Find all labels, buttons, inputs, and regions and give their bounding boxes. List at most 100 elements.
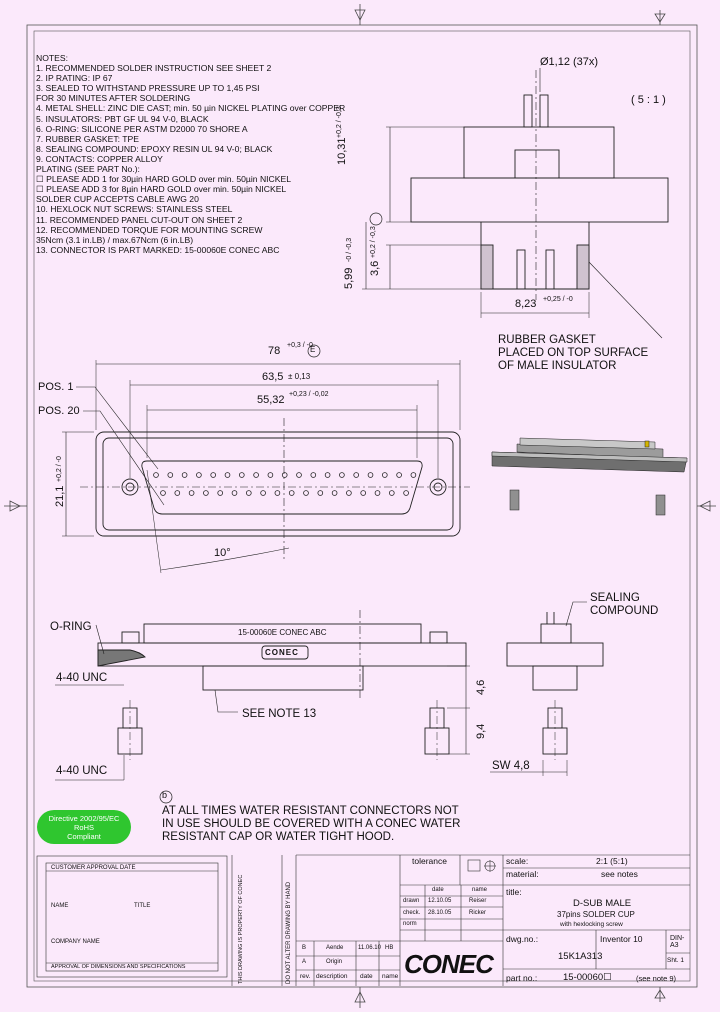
contact-pin — [274, 490, 281, 496]
width-823-tol: +0,25 / -0 — [543, 296, 573, 303]
contact-pin — [410, 472, 417, 478]
scale-value: 2:1 (5:1) — [596, 856, 628, 866]
contact-pin — [388, 490, 395, 496]
material-value: see notes — [601, 869, 638, 879]
note-line: ☐ PLEASE ADD 1 for 30µin HARD GOLD over … — [36, 174, 291, 185]
note-line: 11. RECOMMENDED PANEL CUT-OUT ON SHEET 2 — [36, 214, 243, 225]
nut-94-dim: 9,4 — [475, 723, 487, 739]
note-line: PLATING (SEE PART No.): — [36, 164, 140, 175]
contact-pin — [374, 490, 381, 496]
note-line: 1. RECOMMENDED SOLDER INSTRUCTION SEE SH… — [36, 63, 272, 74]
warning-line-1: AT ALL TIMES WATER RESISTANT CONNECTORS … — [162, 805, 459, 817]
note-line: 35Ncm (3.1 in.LB) / max.67Ncm (6 in.LB) — [36, 234, 194, 245]
side-view-detail — [362, 68, 669, 339]
rohs-line-1: Directive 2002/95/EC — [48, 814, 120, 823]
sealing-label-1: SEALING — [590, 592, 640, 604]
sheet-number: Sht. 1 — [667, 957, 684, 964]
circle-b-marker: b — [162, 790, 168, 800]
contact-pin — [167, 472, 174, 478]
name-head: name — [472, 887, 488, 893]
center-markers — [4, 4, 716, 1008]
drawn-date: 12.10.05 — [428, 898, 452, 904]
contact-pin — [288, 490, 295, 496]
rohs-badge: Directive 2002/95/EC RoHS Compliant — [37, 810, 131, 844]
contact-pin — [346, 490, 352, 496]
contact-pin — [367, 472, 374, 478]
contact-pin — [160, 490, 166, 496]
connector-3d-render — [491, 437, 688, 516]
gasket-label-1: RUBBER GASKET — [498, 334, 596, 346]
check-label: check. — [403, 910, 421, 916]
contact-pin — [260, 490, 266, 496]
contact-pin — [396, 472, 402, 478]
warning-line-2: IN USE SHOULD BE COVERED WITH A CONEC WA… — [162, 818, 461, 830]
rev-head: rev. — [300, 973, 311, 980]
contact-pin — [210, 472, 217, 478]
partno-value: 15-00060☐ — [563, 972, 612, 983]
side-view-bottom — [55, 601, 604, 781]
contact-pin — [310, 472, 317, 478]
name-head-rev: name — [382, 973, 399, 980]
title-line-1: D-SUB MALE — [573, 898, 632, 909]
contact-pin — [188, 490, 195, 496]
dont-alter-note: DO NOT ALTER DRAWING BY HAND — [286, 881, 292, 984]
contact-pin — [203, 490, 209, 496]
contact-pin — [303, 490, 309, 496]
note-line: 9. CONTACTS: COPPER ALLOY — [36, 153, 163, 164]
note-line: SOLDER CUP ACCEPTS CABLE AWG 20 — [36, 194, 199, 205]
dwg-label: dwg.no.: — [506, 934, 539, 944]
note-line: 2. IP RATING: IP 67 — [36, 73, 113, 84]
contact-pin — [231, 490, 238, 496]
title-label: title: — [506, 887, 522, 897]
contact-pin — [339, 472, 345, 478]
height-211-dim: 21,1 — [54, 485, 66, 507]
height-211-tol: +0,2 / -0 — [56, 456, 63, 482]
contact-pin — [317, 490, 324, 496]
contact-pin — [403, 490, 409, 496]
approval-footer: APPROVAL OF DIMENSIONS AND SPECIFICATION… — [51, 964, 186, 970]
height-1031-tol: +0,2 / -0,3 — [336, 106, 343, 138]
contact-pin — [324, 472, 331, 478]
note-line: 8. SEALING COMPOUND: EPOXY RESIN UL 94 V… — [36, 143, 273, 154]
notes-lines: 1. RECOMMENDED SOLDER INSTRUCTION SEE SH… — [36, 63, 345, 255]
approval-title: CUSTOMER APPROVAL DATE — [51, 865, 136, 871]
approval-title-label: TITLE — [134, 903, 151, 909]
contact-pin — [360, 490, 367, 496]
contact-pin — [217, 490, 224, 496]
rev-b-name: HB — [385, 945, 394, 951]
contact-pin — [353, 472, 360, 478]
height-599-tol: -0 / -0,3 — [346, 237, 353, 262]
contact-pin — [331, 490, 338, 496]
inventor-label: Inventor 10 — [600, 934, 643, 944]
approval-company-label: COMPANY NAME — [51, 939, 100, 945]
note-line: 3. SEALED TO WITHSTAND PRESSURE UP TO 1,… — [36, 83, 260, 94]
contact-pin — [196, 472, 202, 478]
title-line-2: 37pins SOLDER CUP — [557, 910, 635, 919]
contact-pin — [174, 490, 181, 496]
hole-635-dim: 63,5 — [262, 371, 284, 383]
width-5532-tol: +0,23 / -0,02 — [289, 391, 329, 398]
title-block-lines — [36, 854, 690, 986]
drawn-label: drawn — [403, 898, 420, 904]
contact-pin — [153, 472, 159, 478]
note-line: 12. RECOMMENDED TORQUE FOR MOUNTING SCRE… — [36, 224, 263, 235]
contact-pin — [253, 472, 259, 478]
date-head: date — [432, 887, 444, 893]
check-name: Ricker — [469, 910, 487, 916]
sealing-label-2: COMPOUND — [590, 605, 659, 617]
rev-b: B — [302, 945, 307, 951]
detail-scale-label: ( 5 : 1 ) — [631, 94, 666, 106]
din-label: DIN-A3 — [670, 935, 685, 949]
conec-logo: CONEC — [404, 949, 494, 979]
sheet-inner-border — [33, 30, 691, 982]
gasket-label-2: PLACED ON TOP SURFACE — [498, 347, 649, 359]
material-label: material: — [506, 869, 539, 879]
marking-logo: CONEC — [265, 648, 299, 657]
contact-pin — [181, 472, 188, 478]
marking-text: 15-00060E CONEC ABC — [238, 628, 327, 637]
gasket-label-3: OF MALE INSULATOR — [498, 360, 617, 372]
note-line: 13. CONNECTOR IS PART MARKED: 15-00060E … — [36, 244, 280, 255]
angle-dim: 10° — [214, 547, 231, 559]
notes-title: NOTES: — [36, 53, 68, 63]
